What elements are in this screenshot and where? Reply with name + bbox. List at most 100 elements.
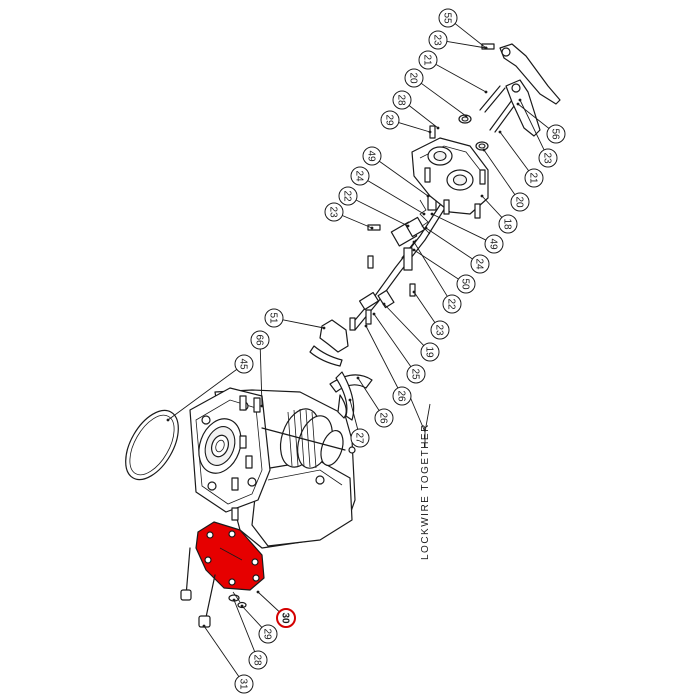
callout-26a: 26	[392, 386, 412, 406]
leader-24a	[367, 180, 425, 215]
callout-27: 27	[350, 428, 370, 448]
callout-number-66: 66	[254, 334, 265, 346]
leader-tip-23a	[484, 46, 488, 50]
callout-number-25: 25	[410, 368, 421, 380]
callout-21a: 21	[418, 50, 438, 70]
callout-leaders	[166, 23, 550, 677]
callout-26b: 26	[374, 408, 394, 428]
leader-49a	[379, 160, 429, 197]
leader-31	[203, 625, 240, 677]
callout-number-19: 19	[424, 346, 435, 358]
callout-23b: 23	[538, 148, 558, 168]
callout-circle-51	[264, 308, 284, 328]
leader-tip-20a	[464, 114, 468, 118]
callout-number-49a: 49	[366, 150, 377, 162]
leader-26a	[365, 325, 399, 389]
leader-tip-27	[348, 398, 352, 402]
callout-number-22a: 22	[342, 190, 353, 202]
leader-21a	[435, 63, 487, 93]
callout-number-23d: 23	[434, 324, 445, 336]
leader-56	[517, 103, 550, 129]
leader-28b	[233, 599, 256, 652]
leader-29a	[398, 122, 431, 133]
detent-assembly	[367, 195, 437, 297]
gearbox-housing	[189, 387, 356, 549]
callout-number-23c: 23	[328, 206, 339, 218]
leader-tip-49b	[430, 212, 434, 216]
callout-66: 66	[250, 330, 270, 350]
callout-25: 25	[406, 364, 426, 384]
callout-circle-29a	[380, 110, 400, 130]
lockwire-note: LOCKWIRE TOGETHER	[407, 391, 431, 560]
leader-tip-28a	[436, 126, 440, 130]
callout-circle-55	[438, 8, 458, 28]
leader-tip-50	[412, 248, 416, 252]
leader-49b	[431, 213, 487, 241]
leader-tip-51	[322, 326, 326, 330]
leader-23d	[413, 291, 436, 323]
callout-number-20b: 20	[514, 196, 525, 208]
leader-19	[383, 303, 425, 346]
callout-49b: 49	[484, 234, 504, 254]
callout-31: 31	[234, 674, 254, 694]
leader-tip-18	[480, 194, 484, 198]
callout-circle-30	[276, 608, 296, 628]
leader-20b	[483, 149, 516, 195]
callout-number-51: 51	[268, 312, 279, 324]
shift-rail	[349, 204, 446, 331]
lockwire-note-text: LOCKWIRE TOGETHER	[420, 423, 431, 560]
leader-26b	[357, 377, 380, 411]
callout-circle-27	[350, 428, 370, 448]
callout-56: 56	[546, 124, 566, 144]
callout-circle-28b	[248, 650, 268, 670]
callout-number-29a: 29	[384, 114, 395, 126]
shift-fork-51	[309, 319, 349, 367]
callout-circle-23b	[538, 148, 558, 168]
callout-19: 19	[420, 342, 440, 362]
callout-50: 50	[456, 274, 476, 294]
leader-tip-23d	[412, 290, 416, 294]
callout-circle-50	[456, 274, 476, 294]
callout-number-26a: 26	[396, 390, 407, 402]
callout-circle-45	[234, 354, 254, 374]
callout-number-55: 55	[442, 12, 453, 24]
leader-tip-23b	[518, 98, 522, 102]
callout-circle-21b	[524, 168, 544, 188]
leader-66	[259, 348, 263, 407]
leader-tip-29b	[240, 604, 244, 608]
callout-circle-18	[498, 214, 518, 234]
callout-circle-22a	[338, 186, 358, 206]
callout-number-24a: 24	[354, 170, 365, 182]
leader-tip-23c	[370, 226, 374, 230]
leader-tip-30	[256, 590, 260, 594]
callout-circle-23c	[324, 202, 344, 222]
callout-number-26b: 26	[378, 412, 389, 424]
leader-29b	[241, 605, 263, 628]
leader-45	[167, 368, 238, 421]
callout-28b: 28	[248, 650, 268, 670]
callout-circle-26a	[392, 386, 412, 406]
leader-18	[481, 195, 503, 218]
cover-plate-30	[195, 521, 265, 591]
callout-number-21a: 21	[422, 54, 433, 66]
callout-circle-26b	[374, 408, 394, 428]
callout-55: 55	[438, 8, 458, 28]
callout-22a: 22	[338, 186, 358, 206]
leader-27	[349, 399, 359, 430]
callout-circle-19	[420, 342, 440, 362]
callout-number-23a: 23	[432, 34, 443, 46]
callout-circle-21a	[418, 50, 438, 70]
leader-23c	[342, 215, 373, 229]
callout-number-28a: 28	[396, 94, 407, 106]
callout-21b: 21	[524, 168, 544, 188]
leader-tip-26a	[364, 324, 368, 328]
callout-number-21b: 21	[528, 172, 539, 184]
leader-tip-49a	[426, 194, 430, 198]
leader-21b	[499, 131, 530, 172]
leader-tip-20b	[482, 148, 486, 152]
leader-24b	[425, 227, 473, 260]
callout-circle-20a	[404, 68, 424, 88]
leader-tip-24a	[422, 212, 426, 216]
callout-23c: 23	[324, 202, 344, 222]
callout-circle-49a	[362, 146, 382, 166]
